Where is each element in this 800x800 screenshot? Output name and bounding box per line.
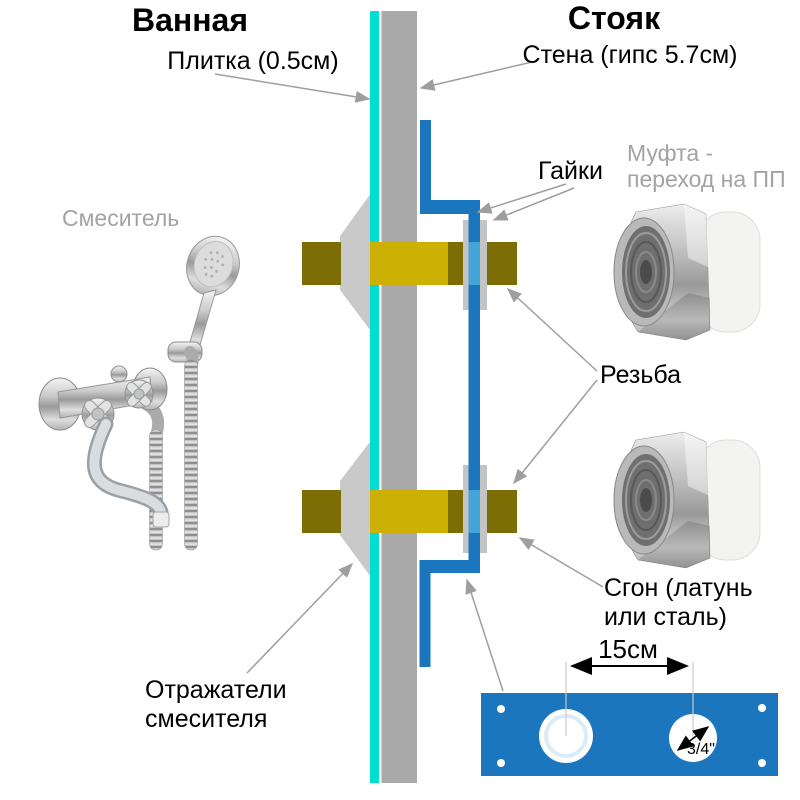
lower-reflector	[340, 430, 379, 588]
nipple-label-line2: или сталь)	[604, 603, 727, 631]
tile-label: Плитка (0.5см)	[167, 47, 338, 75]
wall-layer	[381, 11, 417, 783]
coupling-label: Муфта - переход на ПП	[627, 140, 786, 192]
riser-pipe	[419, 120, 480, 667]
riser-pipe-main-vertical	[468, 200, 480, 573]
coupling-label-line2: переход на ПП	[627, 166, 786, 192]
riser-pipe-top-vertical	[420, 120, 431, 214]
riser-pipe-lower-joint	[468, 490, 480, 533]
wall-label: Стена (гипс 5.7см)	[523, 41, 738, 69]
plate-screw-hole-br	[758, 759, 766, 767]
plate-screw-hole-bl	[497, 759, 505, 767]
reflectors-label: Отражатели смесителя	[145, 676, 287, 733]
nuts-leader-2	[492, 187, 575, 221]
reflectors-label-line1: Отражатели	[145, 676, 287, 704]
shower-hose-right	[184, 359, 198, 551]
reflectors-leader	[246, 562, 354, 674]
shower-hose-left	[149, 429, 163, 551]
mixer-diverter	[110, 365, 128, 383]
riser-title: Стояк	[568, 0, 661, 36]
coupling-label-line1: Муфта -	[627, 140, 713, 166]
plate-screw-hole-tr	[758, 704, 766, 712]
mixer-spout	[89, 419, 166, 517]
bathroom-title: Ванная	[132, 2, 248, 38]
shower-face-dots	[203, 251, 225, 278]
upper-nipple-left	[302, 242, 341, 285]
hole-size-label: 3/4"	[687, 741, 715, 758]
distance-label: 15см	[598, 634, 658, 664]
thread-label: Резьба	[600, 361, 681, 389]
thread-leader-1	[506, 287, 598, 372]
tile-leader	[214, 73, 371, 103]
nipple-leader	[518, 537, 604, 588]
nipple-label: Сгон (латунь или сталь)	[604, 574, 753, 631]
mixer-photo	[38, 235, 240, 551]
nuts-label: Гайки	[538, 157, 603, 185]
upper-reflector	[340, 182, 379, 342]
plate-body	[481, 693, 778, 776]
wall-leader	[419, 61, 533, 91]
shower-head	[186, 235, 240, 297]
lower-nipple-left	[302, 490, 341, 533]
plate-leader	[465, 578, 504, 692]
pp-union-photo-upper	[613, 203, 761, 341]
reflectors-label-line2: смесителя	[145, 705, 267, 733]
spout-aerator	[152, 511, 170, 528]
grout-line	[379, 11, 382, 783]
mounting-plate: 15см 3/4"	[481, 634, 778, 776]
nuts-leader-1	[476, 183, 567, 214]
pp-union-photo-lower	[613, 431, 761, 569]
riser-pipe-top-offset	[420, 200, 480, 214]
riser-pipe-bottom-offset	[419, 560, 480, 573]
mixer-handle-hot	[124, 379, 154, 409]
mixer-label: Смеситель	[62, 205, 179, 231]
upper-nipple-middle	[370, 242, 448, 285]
nipple-label-line1: Сгон (латунь	[604, 574, 753, 602]
lower-nipple-middle	[370, 490, 448, 533]
riser-pipe-upper-joint	[468, 242, 480, 285]
hole-diameter-arrow	[676, 726, 710, 751]
riser-pipe-bottom-vertical	[419, 560, 431, 667]
tile-layer	[370, 11, 379, 783]
plate-screw-hole-tl	[497, 705, 505, 713]
thread-leader-2	[513, 379, 598, 485]
